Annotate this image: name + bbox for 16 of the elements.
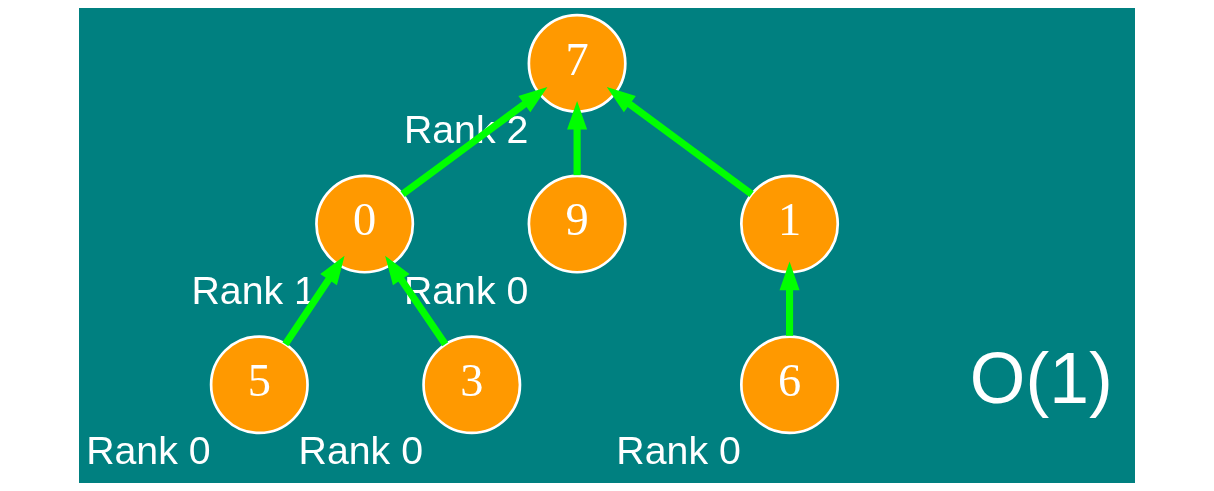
node-label: Rank 0: [86, 428, 211, 473]
node-label: Rank 0: [616, 428, 741, 473]
node-circle: 3: [422, 335, 522, 435]
arrow: [400, 87, 548, 198]
arrow: [606, 87, 754, 198]
arrow: [567, 100, 588, 176]
label: O(1): [969, 337, 1113, 418]
node-circle: 6: [740, 335, 840, 435]
node-circle: 1: [740, 174, 840, 274]
arrow: [282, 255, 345, 347]
node-circle: 9: [527, 174, 627, 274]
node-circle: 7: [527, 13, 627, 113]
node-circle: 5: [209, 335, 309, 435]
arrow: [779, 261, 800, 336]
arrow: [385, 255, 449, 347]
node-circle: 0: [315, 174, 415, 274]
